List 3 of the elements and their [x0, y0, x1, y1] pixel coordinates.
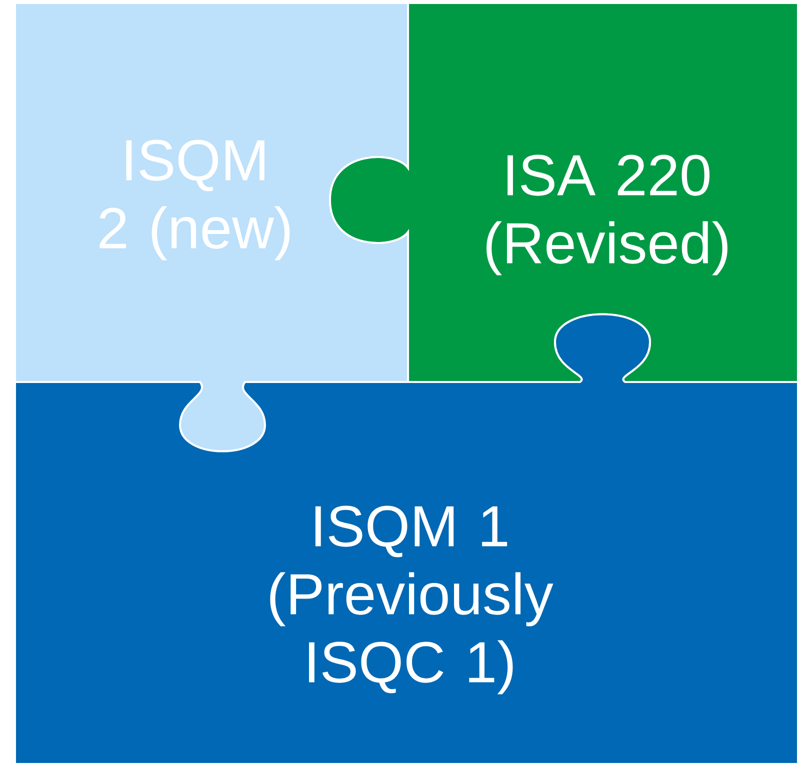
puzzle-piece: ISQM 2 (new) — [14, 2, 409, 452]
puzzle-piece: ISA 220 (Revised) — [329, 2, 798, 383]
puzzle-piece: ISQM 1 (Previously ISQC 1) — [14, 313, 798, 764]
